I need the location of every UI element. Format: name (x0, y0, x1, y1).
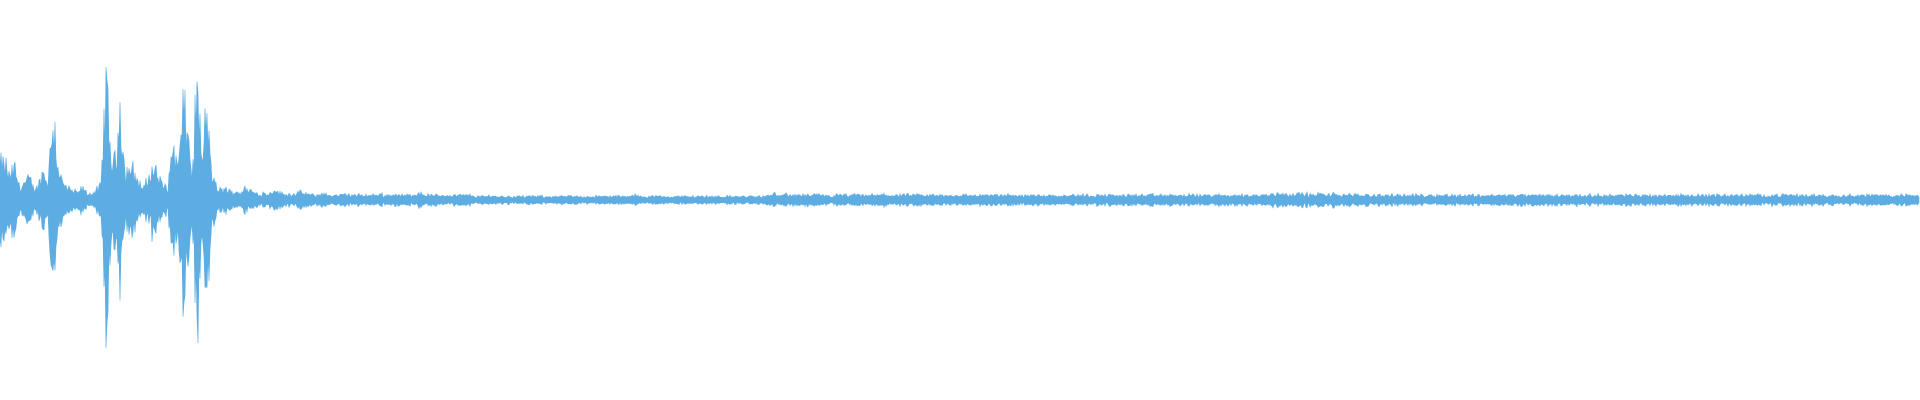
waveform-path (0, 67, 1920, 349)
